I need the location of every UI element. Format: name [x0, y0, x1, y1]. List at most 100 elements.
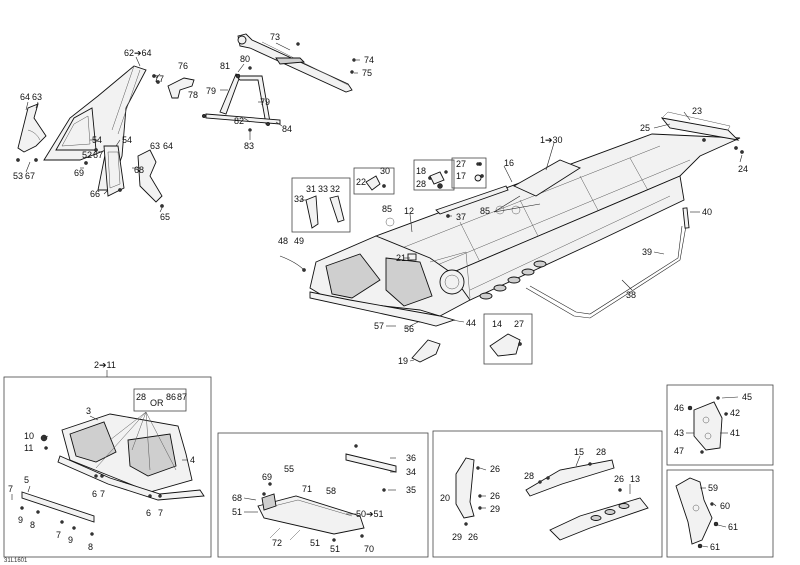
- callout-51: 51: [310, 538, 320, 548]
- callout-28: 28: [416, 179, 426, 189]
- callout-72: 72: [272, 538, 282, 548]
- clip-27-17-box: [451, 157, 487, 189]
- callout-21: 21: [396, 253, 406, 263]
- callout-67: 67: [93, 150, 103, 160]
- callout-82: 82: [234, 116, 244, 126]
- callout-27: 27: [514, 319, 524, 329]
- callout-28: 28: [524, 471, 534, 481]
- callout-40: 40: [702, 207, 712, 217]
- callout-35: 35: [406, 485, 416, 495]
- rear-support-bracket-assembly: [16, 56, 195, 213]
- callout-16: 16: [504, 158, 514, 168]
- callout-74: 74: [364, 55, 374, 65]
- callout-47: 47: [674, 446, 684, 456]
- callout-46: 46: [674, 403, 684, 413]
- callout-33: 33: [318, 184, 328, 194]
- callout-8: 8: [88, 542, 93, 552]
- callout-31: 31: [306, 184, 316, 194]
- rear-bracket-box: [217, 432, 429, 558]
- callout-52: 52: [82, 150, 92, 160]
- callout-39: 39: [642, 247, 652, 257]
- callout-18: 18: [416, 166, 426, 176]
- callout-23: 23: [692, 106, 702, 116]
- callout-14: 14: [492, 319, 502, 329]
- callout-20: 20: [440, 493, 450, 503]
- callout-54: 54: [122, 135, 132, 145]
- callout-8: 8: [30, 520, 35, 530]
- callout-84: 84: [282, 124, 292, 134]
- callout-48: 48: [278, 236, 288, 246]
- bracket-14-27-box: [483, 313, 533, 365]
- callout-38: 38: [626, 290, 636, 300]
- callout-labels: 62➔64 64 63 77 76 78 54 52 67 54 63 64 5…: [4, 32, 752, 564]
- callout-2-11: 2➔11: [94, 360, 116, 370]
- callout-33: 33: [294, 194, 304, 204]
- front-frame-box: [3, 370, 212, 558]
- callout-1-30: 1➔30: [540, 135, 563, 145]
- callout-70: 70: [364, 544, 374, 554]
- callout-7: 7: [158, 508, 163, 518]
- bracket-59-61-box: [666, 469, 774, 558]
- callout-80: 80: [240, 54, 250, 64]
- callout-15: 15: [574, 447, 584, 457]
- callout-68: 68: [134, 165, 144, 175]
- callout-25: 25: [640, 123, 650, 133]
- callout-37: 37: [456, 212, 466, 222]
- callout-17: 17: [456, 171, 466, 181]
- callout-58: 58: [326, 486, 336, 496]
- callout-66: 66: [90, 189, 100, 199]
- callout-67: 67: [25, 171, 35, 181]
- callout-7: 7: [8, 484, 13, 494]
- callout-43: 43: [674, 428, 684, 438]
- callout-76: 76: [178, 61, 188, 71]
- callout-42: 42: [730, 408, 740, 418]
- callout-26: 26: [614, 474, 624, 484]
- callout-71: 71: [302, 484, 312, 494]
- callout-56: 56: [404, 324, 414, 334]
- bracket-19: [409, 339, 441, 363]
- callout-78: 78: [188, 90, 198, 100]
- callout-45: 45: [742, 392, 752, 402]
- callout-87: 87: [177, 392, 187, 402]
- callout-64: 64: [20, 92, 30, 102]
- callout-7: 7: [100, 489, 105, 499]
- callout-26: 26: [490, 491, 500, 501]
- callout-50-51: 50➔51: [356, 509, 384, 519]
- callout-9: 9: [18, 515, 23, 525]
- callout-36: 36: [406, 453, 416, 463]
- callout-69: 69: [74, 168, 84, 178]
- callout-83: 83: [244, 141, 254, 151]
- callout-63: 63: [150, 141, 160, 151]
- callout-26: 26: [468, 532, 478, 542]
- callout-7: 7: [56, 530, 61, 540]
- steering-column-assembly: [237, 33, 360, 93]
- callout-30: 30: [380, 166, 390, 176]
- bracket-41-47-box: [666, 384, 774, 466]
- callout-9: 9: [68, 535, 73, 545]
- callout-44: 44: [466, 318, 476, 328]
- callout-54: 54: [92, 135, 102, 145]
- callout-63: 63: [32, 92, 42, 102]
- clip-18-28-box: [413, 159, 455, 191]
- callout-28: 28: [136, 392, 146, 402]
- callout-59: 59: [708, 483, 718, 493]
- callout-77: 77: [154, 74, 164, 84]
- side-panel-box: [432, 430, 663, 558]
- brackets-31-33-box: [291, 177, 351, 233]
- callout-12: 12: [404, 206, 414, 216]
- callout-11: 11: [24, 443, 33, 453]
- callout-6: 6: [92, 489, 97, 499]
- callout-32: 32: [330, 184, 340, 194]
- callout-81: 81: [220, 61, 230, 71]
- callout-34: 34: [406, 467, 416, 477]
- callout-65: 65: [160, 212, 170, 222]
- footboard-holes: [479, 260, 547, 300]
- callout-51: 51: [330, 544, 340, 554]
- callout-27: 27: [456, 159, 466, 169]
- callout-75: 75: [362, 68, 372, 78]
- callout-6: 6: [146, 508, 151, 518]
- callout-61: 61: [710, 542, 720, 552]
- callout-5: 5: [24, 475, 29, 485]
- callout-64: 64: [163, 141, 173, 151]
